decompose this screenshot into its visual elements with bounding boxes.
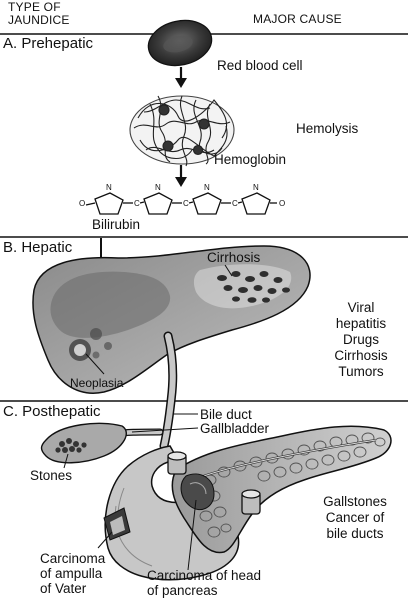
- section-title-prehepatic: A. Prehepatic: [3, 35, 94, 52]
- label-gallbladder: Gallbladder: [200, 421, 270, 436]
- label-neoplasia: Neoplasia: [70, 376, 124, 390]
- label-carcinoma-ampulla-1: Carcinoma: [40, 551, 106, 566]
- atom-label: O: [279, 199, 286, 208]
- cause-hepatic-3: Drugs: [342, 332, 379, 347]
- label-carcinoma-pancreas-2: of pancreas: [147, 583, 218, 598]
- header-major-cause: MAJOR CAUSE: [253, 12, 342, 26]
- header-type-line2: JAUNDICE: [8, 13, 70, 27]
- label-hemolysis: Hemolysis: [296, 121, 359, 136]
- red-blood-cell-icon: [147, 19, 213, 67]
- gallbladder-icon: [40, 422, 127, 464]
- liver-icon: [32, 245, 311, 394]
- cause-hepatic-4: Cirrhosis: [334, 348, 388, 363]
- header-type-line1: TYPE OF: [8, 0, 61, 14]
- atom-label: C: [134, 199, 140, 208]
- pancreas-icon: [171, 425, 392, 554]
- section-title-posthepatic: C. Posthepatic: [3, 403, 101, 420]
- arrow-down-icon-2: [175, 165, 187, 187]
- label-carcinoma-ampulla-3: of Vater: [40, 581, 87, 596]
- label-stones: Stones: [30, 468, 73, 483]
- leader-lines: [63, 264, 233, 571]
- label-cirrhosis: Cirrhosis: [207, 250, 261, 265]
- pancreatic-head-tumor-icon: [180, 473, 215, 510]
- atom-label: O: [79, 199, 86, 208]
- gallstones-icon: [55, 438, 87, 453]
- cause-hepatic-2: hepatitis: [335, 316, 387, 331]
- label-carcinoma-ampulla-2: of ampulla: [40, 566, 103, 581]
- bilirubin-molecule-icon: [85, 192, 277, 215]
- arrow-down-icon-1: [175, 67, 187, 88]
- blood-vessels-icon: [167, 451, 261, 515]
- label-red-blood-cell: Red blood cell: [217, 58, 303, 73]
- atom-label: C: [183, 199, 189, 208]
- cause-hepatic-5: Tumors: [338, 364, 384, 379]
- atom-label: N: [253, 183, 259, 192]
- cause-posthepatic-2: Cancer of: [325, 510, 385, 525]
- cirrhosis-nodules-icon: [217, 271, 290, 303]
- atom-label: N: [204, 183, 210, 192]
- label-bile-duct: Bile duct: [200, 407, 252, 422]
- section-title-hepatic: B. Hepatic: [3, 239, 73, 256]
- label-carcinoma-pancreas-1: Carcinoma of head: [147, 568, 262, 583]
- cause-hepatic-1: Viral: [347, 300, 375, 315]
- atom-label: N: [106, 183, 112, 192]
- neoplasia-lesion-icon: [69, 328, 112, 361]
- hemoglobin-molecule-icon: [129, 95, 235, 167]
- atom-label: N: [155, 183, 161, 192]
- cause-posthepatic-3: bile ducts: [326, 526, 384, 541]
- label-bilirubin: Bilirubin: [92, 217, 141, 232]
- cause-posthepatic-1: Gallstones: [323, 494, 387, 509]
- label-hemoglobin: Hemoglobin: [214, 152, 287, 167]
- ampulla-of-vater-icon: [103, 507, 131, 541]
- atom-label: C: [232, 199, 238, 208]
